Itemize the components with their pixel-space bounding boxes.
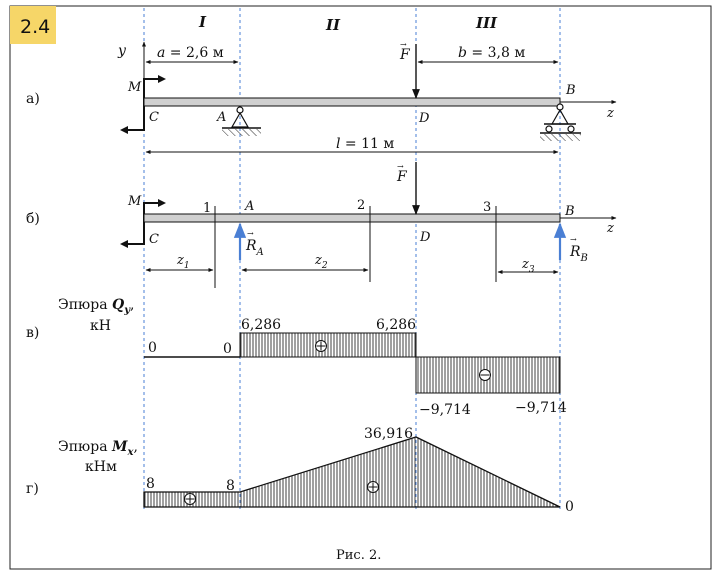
moment-value-mid: 8 <box>226 478 235 494</box>
section-guides <box>143 8 561 510</box>
cut-3-label: 3 <box>483 200 491 215</box>
shear-unit: кН <box>90 318 111 334</box>
reaction-RB-label: RB <box>569 244 588 264</box>
point-D-b: D <box>419 230 431 245</box>
moment-diagram: Эпюра Mx, кНм 8 8 36,916 0 <box>58 426 574 515</box>
row-label-b: б) <box>26 211 40 227</box>
support-A <box>222 106 261 136</box>
moment-title: Эпюра Mx, <box>58 439 138 458</box>
z1-label: z1 <box>176 253 190 271</box>
shear-value-zero-left: 0 <box>148 340 157 356</box>
point-B-b: B <box>564 204 575 219</box>
reaction-RA-vec: → <box>247 229 254 238</box>
z-axis-a-label: z <box>606 106 614 121</box>
diagram-a: a = 2,6 м b = 3,8 м y M z C A D B F → <box>117 40 617 154</box>
shear-value-neg-left: −9,714 <box>419 402 471 418</box>
beam-a <box>143 97 561 107</box>
shear-minus-sign <box>479 369 491 381</box>
shear-value-zero-mid: 0 <box>223 341 232 357</box>
section-II: II <box>325 16 341 34</box>
point-B-a: B <box>565 83 576 98</box>
shear-title: Эпюра Qy, <box>58 297 134 316</box>
reaction-RA-label: RA <box>245 238 264 258</box>
moment-plus-sign-left <box>184 493 196 505</box>
shear-diagram: Эпюра Qy, кН 0 0 6,286 6,286 −9,714 −9,7… <box>58 297 567 418</box>
moment-plus-sign-right <box>367 481 379 493</box>
y-axis-label: y <box>117 43 127 59</box>
shear-plus-sign <box>315 340 327 352</box>
diagram-b: M z C A D B F → → RA → RB 1 2 3 z1 z2 <box>120 162 617 288</box>
figure-caption: Рис. 2. <box>336 548 381 563</box>
z-axis-b-label: z <box>606 221 614 236</box>
dim-l-label: l = 11 м <box>336 136 394 152</box>
moment-value-left: 8 <box>146 476 155 492</box>
badge-box <box>10 6 56 44</box>
moment-M-b-label: M <box>127 194 142 209</box>
force-F-a-label: F <box>399 47 411 63</box>
row-label-g: г) <box>26 481 39 497</box>
force-F-b-vec: → <box>397 162 404 171</box>
dim-a-label: a = 2,6 м <box>157 45 224 61</box>
dim-b-label: b = 3,8 м <box>458 45 525 61</box>
support-B <box>540 103 581 141</box>
z2-label: z2 <box>314 253 328 271</box>
cut-1-label: 1 <box>203 201 211 216</box>
moment-M-label: M <box>127 80 142 95</box>
moment-M-head-bottom <box>120 126 128 134</box>
badge-text: 2.4 <box>20 16 50 38</box>
shear-value-neg-right: −9,714 <box>515 400 567 416</box>
moment-M-b-symbol <box>122 202 164 245</box>
point-C-a: C <box>149 110 159 125</box>
point-A-a: A <box>216 110 226 125</box>
force-F-a-vec: → <box>400 40 407 49</box>
row-label-a: а) <box>26 91 40 107</box>
point-A-b: A <box>244 199 254 214</box>
shear-positive-region <box>239 332 417 358</box>
section-III: III <box>475 14 498 32</box>
cut-2-label: 2 <box>357 198 365 213</box>
moment-M-head-top <box>158 75 166 83</box>
moment-M-b-head-bottom <box>120 240 128 248</box>
z3-label: z3 <box>521 257 535 275</box>
moment-value-peak: 36,916 <box>364 426 413 442</box>
row-label-v: в) <box>26 325 39 341</box>
moment-region <box>143 436 561 508</box>
force-F-b-label: F <box>396 169 408 185</box>
shear-value-pos-left: 6,286 <box>241 317 281 333</box>
moment-value-end: 0 <box>565 499 574 515</box>
shear-value-pos-right: 6,286 <box>376 317 416 333</box>
section-I: I <box>198 13 207 31</box>
moment-unit: кНм <box>85 459 117 475</box>
moment-M-b-head-top <box>158 199 166 207</box>
frame <box>9 5 712 570</box>
point-D-a: D <box>418 111 430 126</box>
point-C-b: C <box>149 232 159 247</box>
reaction-RB-vec: → <box>570 235 577 244</box>
